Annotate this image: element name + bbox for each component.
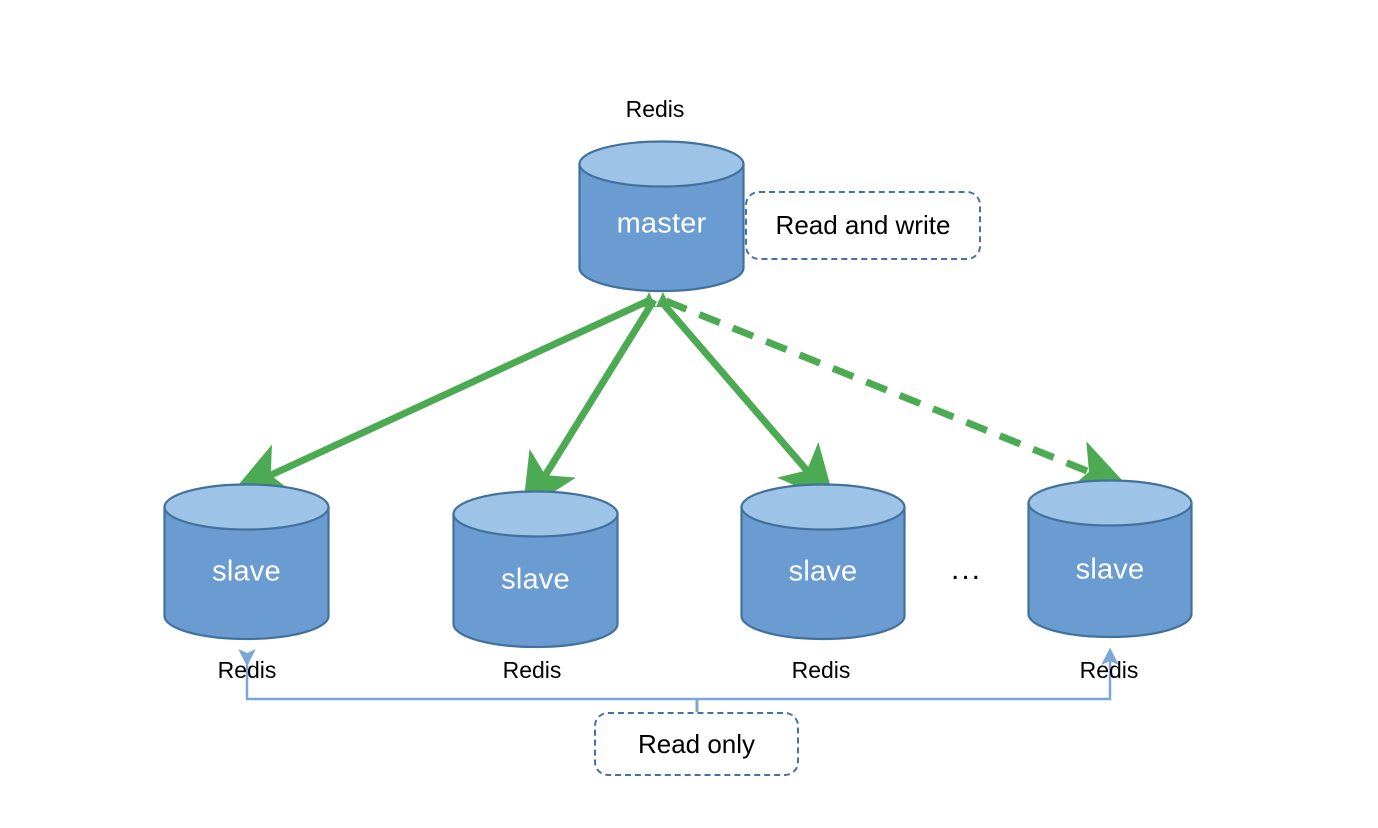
slave-node-3-label: slave xyxy=(788,555,858,588)
slave-node-1-caption: Redis xyxy=(217,657,277,683)
slave-1-cylinder-shape xyxy=(163,483,330,641)
slave-node-4[interactable]: slave xyxy=(1027,479,1193,639)
replication-edge-4 xyxy=(664,297,1130,492)
read-and-write-callout[interactable]: Read and write xyxy=(745,191,981,260)
read-only-bus xyxy=(238,647,1119,715)
replication-edge-3 xyxy=(657,297,836,504)
slave-3-cylinder-shape xyxy=(740,483,906,641)
replication-edge-1 xyxy=(231,296,652,495)
master-caption: Redis xyxy=(625,96,685,122)
replication-edge-2 xyxy=(522,298,657,512)
slave-node-3-caption: Redis xyxy=(791,657,851,683)
read-only-callout-label: Read only xyxy=(637,728,756,759)
replication-return-arrowheads xyxy=(642,292,670,307)
slave-2-cylinder-shape xyxy=(452,490,619,649)
slave-4-cylinder-shape xyxy=(1027,479,1193,639)
read-and-write-callout-label: Read and write xyxy=(775,210,951,240)
master-cylinder-shape xyxy=(578,140,745,293)
slave-node-2-label: slave xyxy=(501,563,570,596)
slave-node-1[interactable]: slave xyxy=(163,483,330,641)
slave-node-2[interactable]: slave xyxy=(452,490,619,649)
slave-node-2-caption: Redis xyxy=(502,657,562,683)
master-node[interactable]: master xyxy=(578,140,745,293)
more-slaves-ellipsis: ... xyxy=(951,553,983,586)
slave-node-4-caption: Redis xyxy=(1079,657,1139,683)
slave-node-1-label: slave xyxy=(212,555,281,588)
slave-node-4-label: slave xyxy=(1075,553,1145,586)
master-node-label: master xyxy=(616,207,707,240)
slave-node-3[interactable]: slave xyxy=(740,483,906,641)
read-only-callout[interactable]: Read only xyxy=(594,712,799,776)
